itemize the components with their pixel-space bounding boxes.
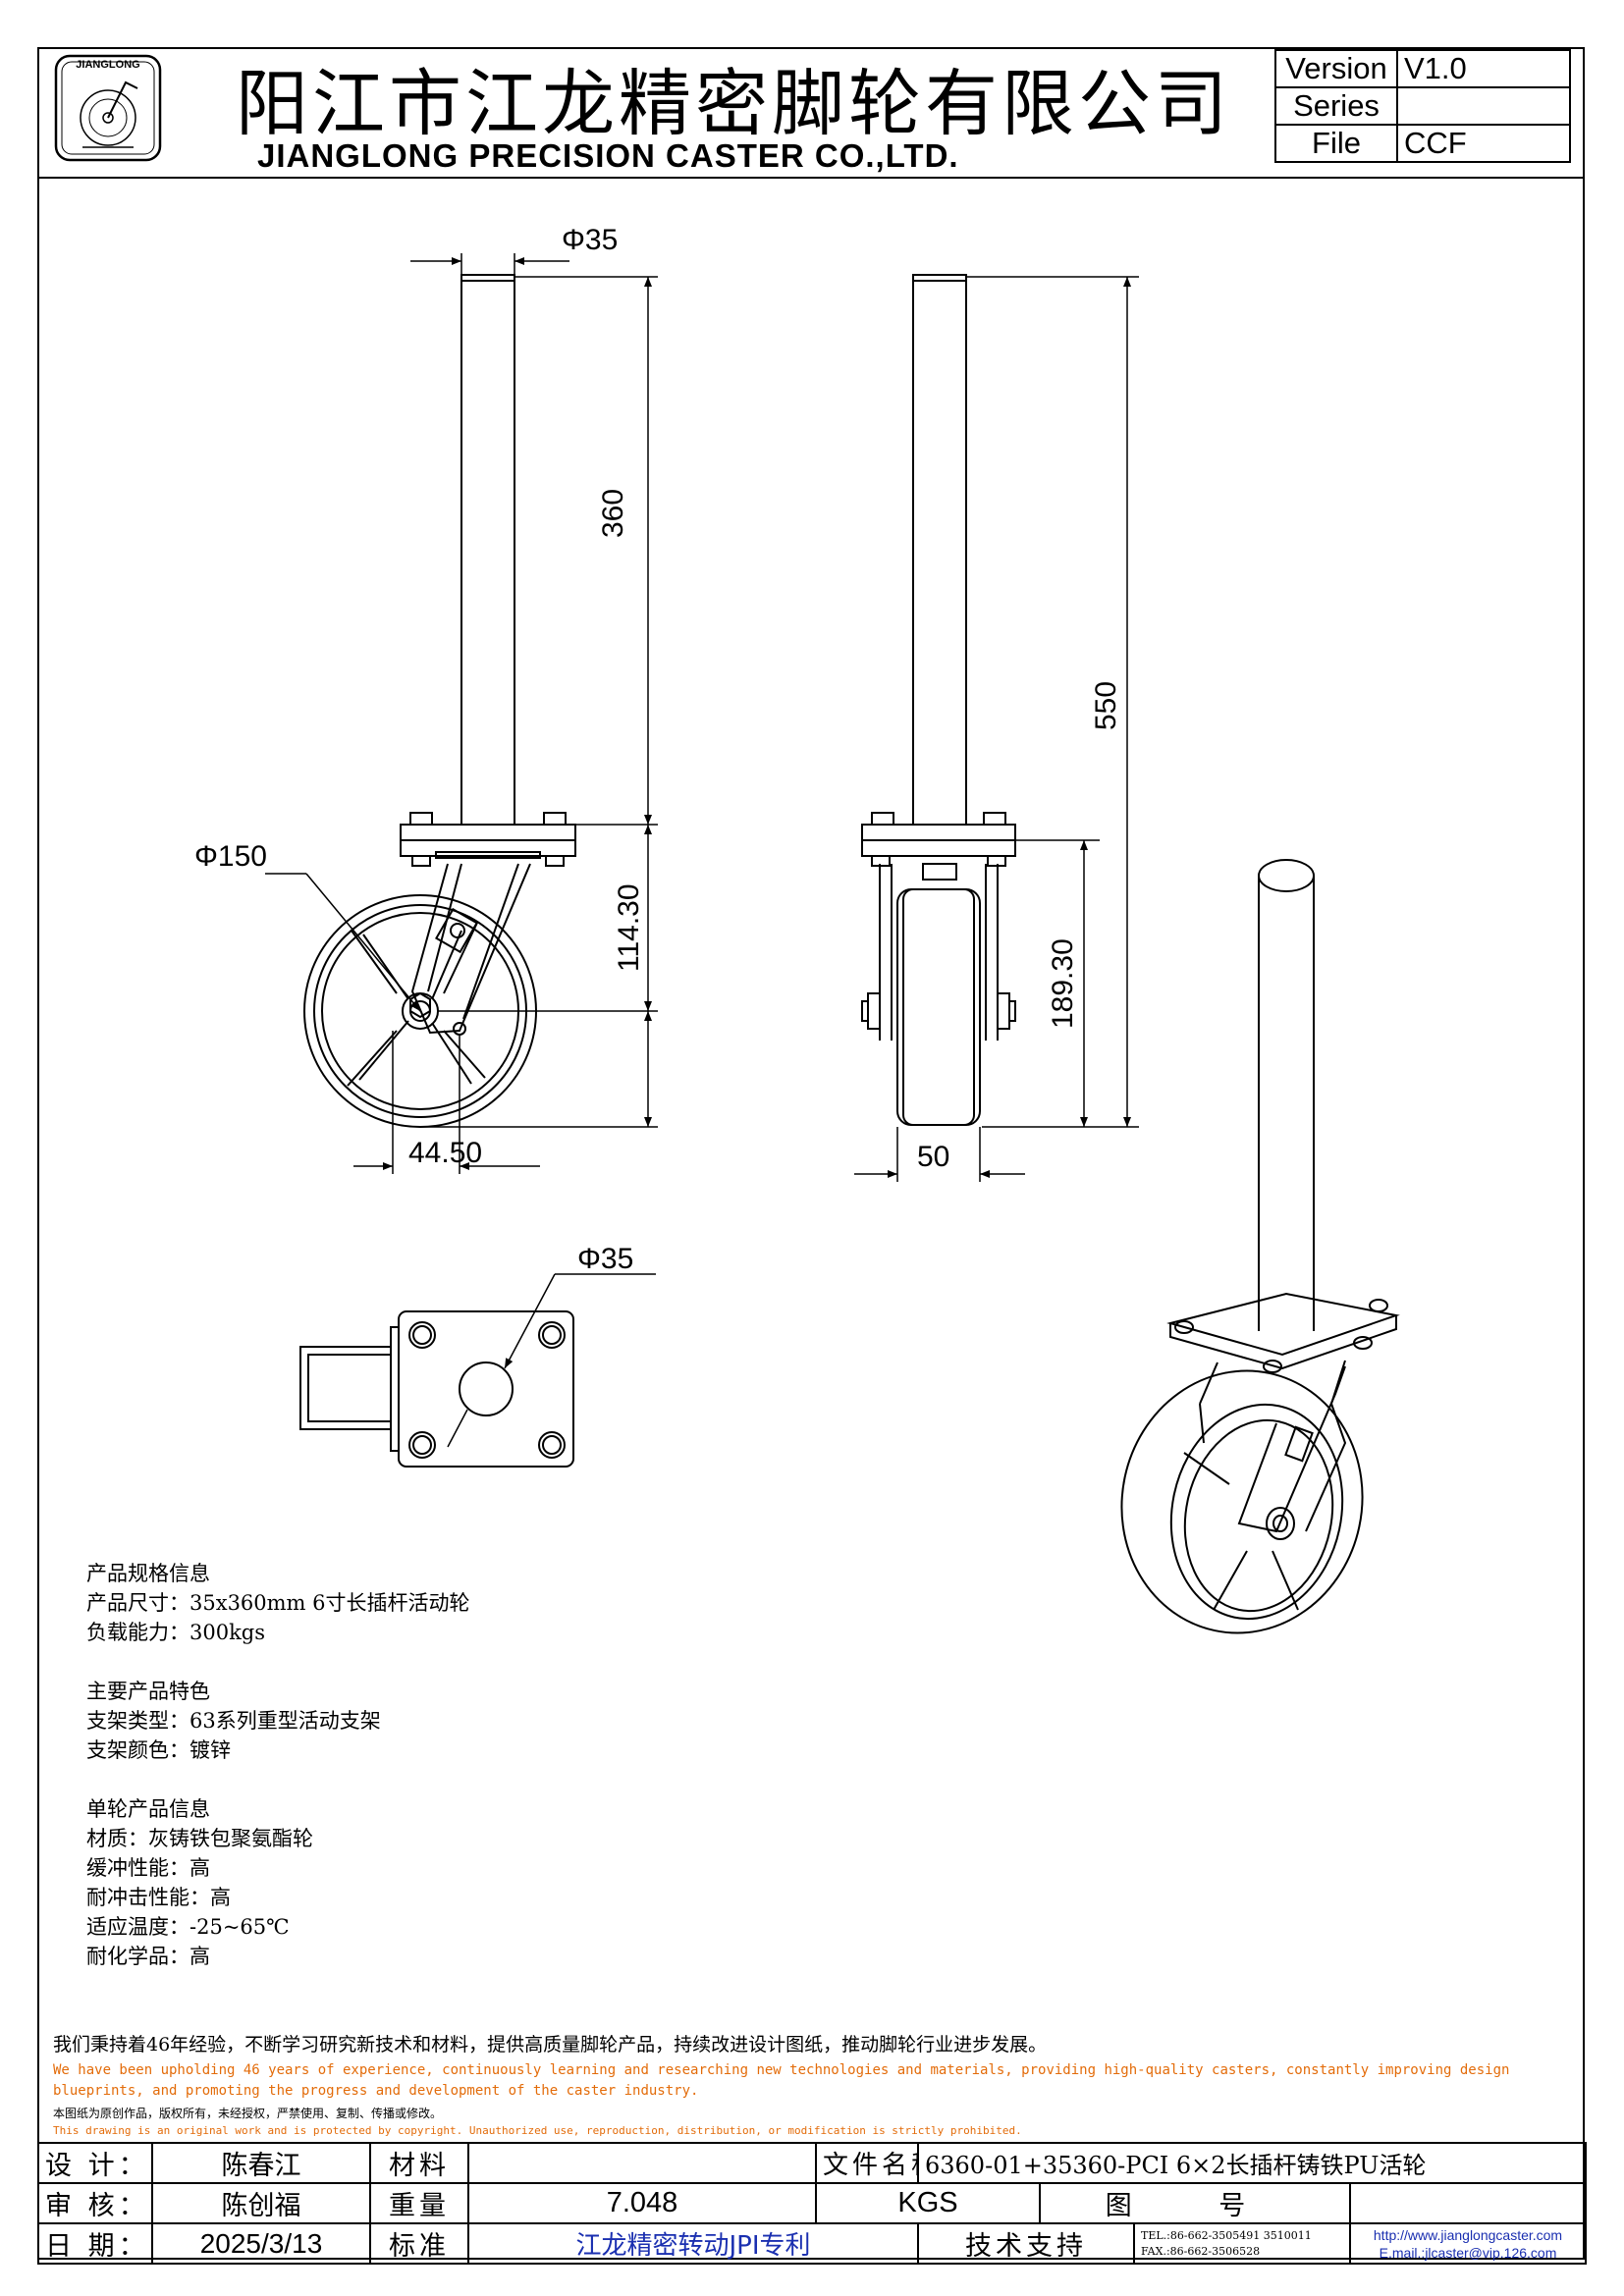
dim-wheel-center-height: 189.30: [1047, 938, 1079, 1029]
spec-line: 支架颜色：镀锌: [86, 1738, 231, 1762]
title-row-2: 审 核： 陈创福 重量 7.048 KGS 图 号: [37, 2182, 1588, 2224]
spec-line: 材质：灰铸铁包聚氨酯轮: [86, 1827, 313, 1850]
design-label: 设 计：: [37, 2142, 153, 2184]
spec-line: 耐化学品：高: [86, 1945, 210, 1968]
copyright-en: This drawing is an original work and is …: [53, 2124, 1022, 2137]
spec-heading: 单轮产品信息: [86, 1797, 210, 1821]
spec-line: 耐冲击性能：高: [86, 1886, 231, 1909]
weight-label: 重量: [369, 2182, 469, 2224]
drawing-no-label: 图 号: [1039, 2182, 1351, 2224]
front-dimensions: [265, 253, 658, 1174]
spec-line: 适应温度：-25~65℃: [86, 1915, 290, 1939]
title-row-3: 日 期： 2025/3/13 标准 江龙精密转动JPI专利 技术支持 TEL.:…: [37, 2222, 1588, 2265]
standard-value: 江龙精密转动JPI专利: [467, 2222, 919, 2265]
spec-heading: 主要产品特色: [86, 1680, 210, 1703]
series-value: [1396, 86, 1571, 126]
title-block: 设 计： 陈春江 材料 文件名称 6360-01+35360-PCI 6×2长插…: [37, 2142, 1588, 2265]
support-label: 技术支持: [917, 2222, 1135, 2265]
company-statement: 我们秉持着46年经验，不断学习研究新技术和材料，提供高质量脚轮产品，持续改进设计…: [53, 2030, 1585, 2137]
date-value: 2025/3/13: [151, 2222, 371, 2265]
dim-stem-diameter-top: Φ35: [577, 1243, 634, 1275]
logo-text: JIANGLONG: [76, 59, 140, 71]
spec-group-bracket: 主要产品特色 支架类型：63系列重型活动支架 支架颜色：镀锌: [86, 1677, 470, 1765]
statement-cn: 我们秉持着46年经验，不断学习研究新技术和材料，提供高质量脚轮产品，持续改进设计…: [53, 2034, 1048, 2056]
series-row: Series: [1274, 86, 1571, 126]
contact-phone: TEL.:86-662-3505491 3510011 FAX.:86-662-…: [1133, 2222, 1351, 2265]
statement-en: We have been upholding 46 years of exper…: [53, 2062, 1510, 2099]
version-value: V1.0: [1396, 49, 1571, 88]
spec-heading: 产品规格信息: [86, 1562, 210, 1585]
spec-line: 负载能力：300kgs: [86, 1621, 266, 1644]
dim-wheel-width: 50: [917, 1141, 950, 1173]
weight-unit: KGS: [815, 2182, 1041, 2224]
file-value: CCF: [1396, 124, 1571, 163]
company-name-en: JIANGLONG PRECISION CASTER CO.,LTD.: [257, 137, 959, 174]
series-label: Series: [1274, 86, 1398, 126]
header-divider: [37, 177, 1585, 179]
spec-group-wheel: 单轮产品信息 材质：灰铸铁包聚氨酯轮 缓冲性能：高 耐冲击性能：高 适应温度：-…: [86, 1794, 470, 1971]
product-specs: 产品规格信息 产品尺寸：35x360mm 6寸长插杆活动轮 负载能力：300kg…: [86, 1559, 470, 2001]
tel-text: TEL.:86-662-3505491 3510011: [1141, 2228, 1312, 2242]
material-value: [467, 2142, 817, 2184]
dim-swivel-height: 114.30: [613, 883, 645, 972]
review-label: 审 核：: [37, 2182, 153, 2224]
date-label: 日 期：: [37, 2222, 153, 2265]
spec-line: 产品尺寸：35x360mm 6寸长插杆活动轮: [86, 1591, 470, 1615]
contact-web: http://www.jianglongcaster.com E.mail.:j…: [1348, 2222, 1588, 2265]
spec-line: 支架类型：63系列重型活动支架: [86, 1709, 381, 1733]
reviewer-value: 陈创福: [151, 2182, 371, 2224]
email-link[interactable]: E.mail.:jlcaster@vip.126.com: [1379, 2244, 1557, 2261]
filename-value: 6360-01+35360-PCI 6×2长插杆铸铁PU活轮: [916, 2142, 1588, 2184]
dim-offset: 44.50: [408, 1137, 483, 1169]
dim-stem-length: 360: [597, 488, 629, 538]
fax-text: FAX.:86-662-3506528: [1141, 2244, 1261, 2258]
side-view: [861, 274, 1016, 1126]
standard-label: 标准: [369, 2222, 469, 2265]
top-dimensions: [447, 1273, 656, 1448]
spec-group-size: 产品规格信息 产品尺寸：35x360mm 6寸长插杆活动轮 负载能力：300kg…: [86, 1559, 470, 1647]
isometric-view: [1120, 859, 1400, 1634]
title-row-1: 设 计： 陈春江 材料 文件名称 6360-01+35360-PCI 6×2长插…: [37, 2142, 1588, 2184]
company-name-cn: 阳江市江龙精密脚轮有限公司: [236, 62, 1231, 146]
designer-value: 陈春江: [151, 2142, 371, 2184]
drawing-no-value: [1348, 2182, 1588, 2224]
side-dimensions: [854, 276, 1139, 1182]
dim-total-height: 550: [1090, 680, 1122, 730]
weight-value: 7.048: [467, 2182, 817, 2224]
version-label: Version: [1274, 49, 1398, 88]
file-label: File: [1274, 124, 1398, 163]
website-link[interactable]: http://www.jianglongcaster.com: [1373, 2226, 1563, 2243]
dim-wheel-diameter: Φ150: [194, 840, 267, 873]
spec-line: 缓冲性能：高: [86, 1856, 210, 1880]
top-view: [299, 1310, 574, 1468]
front-view: [303, 274, 576, 1128]
material-label: 材料: [369, 2142, 469, 2184]
dim-stem-diameter-front: Φ35: [562, 224, 619, 256]
filename-label: 文件名称: [815, 2142, 919, 2184]
copyright-cn: 本图纸为原创作品，版权所有，未经授权，严禁使用、复制、传播或修改。: [53, 2107, 443, 2120]
company-logo: [54, 54, 162, 162]
